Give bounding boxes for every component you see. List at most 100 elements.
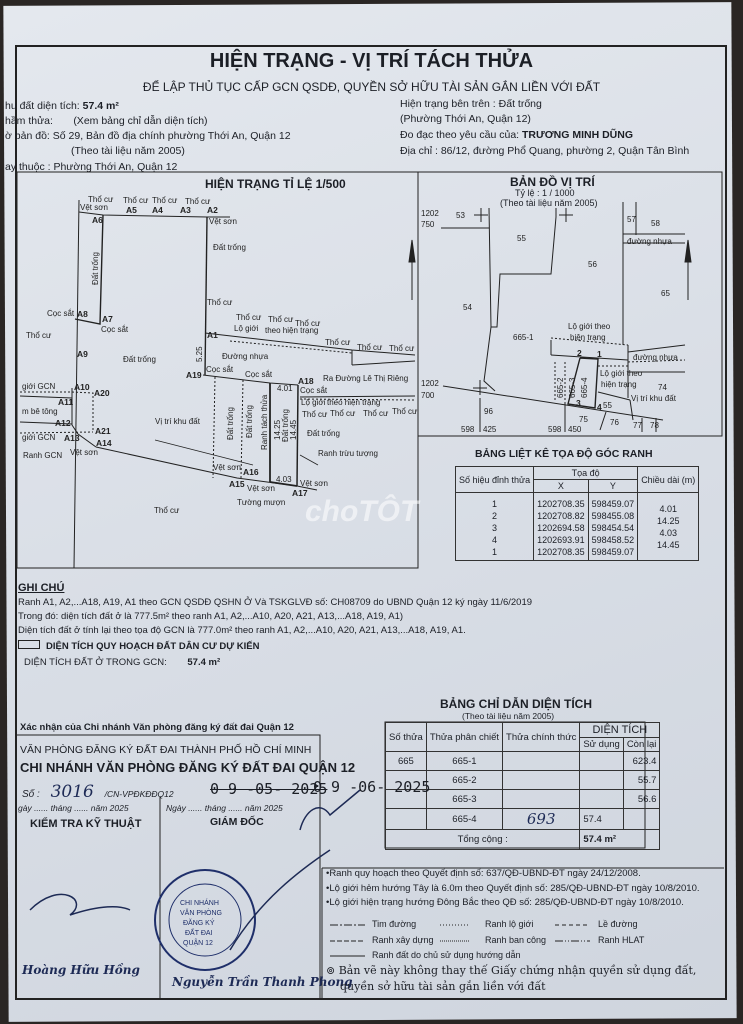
label: giới GCN xyxy=(22,382,55,391)
map-label: ờ bản đồ: xyxy=(5,130,50,142)
label: m bê tông xyxy=(22,407,58,416)
label: Đất trống xyxy=(245,405,254,438)
label: Đất trống xyxy=(281,409,290,442)
official-stamp: CHI NHÁNH VĂN PHÒNG ĐĂNG KÝ ĐẤT ĐAI QUẬN… xyxy=(29,789,361,971)
point-a6: A6 xyxy=(92,215,103,225)
label: Thổ cư xyxy=(185,197,211,206)
planning-label: DIỆN TÍCH QUY HOẠCH ĐẤT DÂN CƯ DỰ KIẾN xyxy=(46,641,260,652)
label: Cọc sắt xyxy=(101,325,129,334)
right-map-note: (Theo tài liệu năm 2005) xyxy=(500,198,598,208)
point-a20: A20 xyxy=(94,388,110,398)
parcel-665-4: 665-4 xyxy=(580,377,589,398)
point-a19: A19 xyxy=(186,370,202,380)
notes-title: GHI CHÚ xyxy=(18,582,65,594)
vertex-1: 1 xyxy=(597,349,602,359)
label: Vệt sơn xyxy=(80,203,108,212)
parcel-665-1: 665-1 xyxy=(513,333,534,342)
grid-label: 425 xyxy=(483,425,497,434)
parcel-65: 65 xyxy=(661,289,670,298)
status: Hiện trạng bên trên : Đất trống xyxy=(400,98,542,110)
label: Cọc sắt xyxy=(245,370,273,379)
label: Thổ cư xyxy=(268,315,294,324)
point-a14: A14 xyxy=(96,438,112,448)
status-note: (Phường Thới An, Quận 12) xyxy=(400,113,531,125)
point-a21: A21 xyxy=(95,426,111,436)
parcel-76: 76 xyxy=(610,418,619,427)
point-a13: A13 xyxy=(64,433,80,443)
parcel-77: 77 xyxy=(633,421,642,430)
signer-left: Hoàng Hữu Hồng xyxy=(22,963,140,977)
label: theo hiện trạng xyxy=(265,326,318,335)
ward: ay thuộc : Phường Thới An, Quận 12 xyxy=(5,161,178,173)
point-a7: A7 xyxy=(102,314,113,324)
point-a4: A4 xyxy=(152,205,163,215)
legend-item: Ranh ban công xyxy=(485,935,547,945)
col-header: X xyxy=(533,479,589,493)
label: Tường mượn xyxy=(237,498,285,507)
label: Vệt sơn xyxy=(247,484,275,493)
right-map-scale: Tỷ lệ : 1 / 1000 xyxy=(515,188,575,198)
parcel-58: 58 xyxy=(651,219,660,228)
notes: GHI CHÚ Ranh A1, A2,...A18, A19, A1 theo… xyxy=(18,582,532,668)
grid-label: 598 xyxy=(461,425,475,434)
label: Thổ cư xyxy=(357,343,383,352)
label: hiện trạng xyxy=(570,333,606,342)
svg-text:VĂN PHÒNG: VĂN PHÒNG xyxy=(180,908,222,917)
label: Đất trống xyxy=(213,243,246,252)
point-a17: A17 xyxy=(292,488,308,498)
disclaimer: ⊚ Bản vẽ này không thay thế Giấy chứng n… xyxy=(326,964,697,977)
point-a2: A2 xyxy=(207,205,218,215)
info-right: Hiện trạng bên trên : Đất trống (Phường … xyxy=(400,98,689,157)
area-value: 57.4 m² xyxy=(82,100,119,112)
legend-item: Lề đường xyxy=(598,919,638,929)
dimension: 4.03 xyxy=(276,475,292,484)
legend-item: Tim đường xyxy=(372,919,417,929)
label: Lộ giới xyxy=(301,398,326,407)
label: Vị trí khu đất xyxy=(631,394,677,403)
point-a16: A16 xyxy=(243,467,259,477)
label: Lộ giới xyxy=(234,324,259,333)
number-handwritten: 3016 xyxy=(50,782,94,802)
watermark: choTÔT xyxy=(305,495,419,528)
vertex-3: 3 xyxy=(576,398,581,408)
label: Đất trống xyxy=(123,355,156,364)
label: Đất trống xyxy=(226,407,235,440)
label: Lộ giới theo xyxy=(568,322,611,331)
legend-item: Ranh xây dựng xyxy=(372,935,434,945)
label: Cọc sắt xyxy=(300,386,328,395)
label: Ranh trừu tượng xyxy=(318,449,378,458)
planning-legend-box xyxy=(18,640,40,649)
label: Vệt sơn xyxy=(213,463,241,472)
vertex-2: 2 xyxy=(577,348,582,358)
page-subtitle: ĐỂ LẬP THỦ TỤC CẤP GCN QSDĐ, QUYỀN SỞ HỮ… xyxy=(142,80,601,94)
label: Thổ cư xyxy=(152,196,178,205)
map-note: (Theo tài liệu năm 2005) xyxy=(71,145,185,157)
point-a5: A5 xyxy=(126,205,137,215)
date-right: Ngày ...... tháng ...... năm 2025 xyxy=(166,803,283,813)
label: Thổ cư xyxy=(363,409,389,418)
parcel-74: 74 xyxy=(658,383,667,392)
map-value: Số 29, Bản đồ địa chính phường Thới An, … xyxy=(52,130,291,142)
note-line: Diện tích đất ở tính lại theo tọa độ GCN… xyxy=(18,625,466,636)
point-a11: A11 xyxy=(58,397,73,407)
parcel-75: 75 xyxy=(579,415,588,424)
date-left: gày ...... tháng ...... năm 2025 xyxy=(18,803,129,813)
label: Đất trống xyxy=(307,429,340,438)
label: Đường nhựa xyxy=(222,352,269,361)
col-header: Y xyxy=(587,479,639,493)
dimension: 5.25 xyxy=(195,346,204,362)
left-map-title: HIỆN TRẠNG TỈ LỆ 1/500 xyxy=(205,177,346,191)
label: Thổ cư xyxy=(123,196,149,205)
residential-value: 57.4 m² xyxy=(187,657,221,668)
label: theo hiện trạng xyxy=(327,398,380,407)
legend-item: Ranh lộ giới xyxy=(485,919,534,929)
label: đường nhựa xyxy=(627,237,672,246)
parcel-665-3: 665-3 xyxy=(568,377,577,398)
info-left: hu đất diện tích: 57.4 m² hầm thửa: (Xem… xyxy=(5,100,291,173)
branch-name: CHI NHÁNH VĂN PHÒNG ĐĂNG KÝ ĐẤT ĐAI QUẬN… xyxy=(20,760,356,775)
label: Thổ cư xyxy=(154,506,180,515)
note-line: Trong đó: diện tích đất ở là 777.5m² the… xyxy=(18,611,404,622)
label: Thổ cư xyxy=(207,298,233,307)
note-line: Ranh A1, A2,...A18, A19, A1 theo GCN QSD… xyxy=(18,597,533,608)
legend-item: Ranh HLAT xyxy=(598,935,645,945)
